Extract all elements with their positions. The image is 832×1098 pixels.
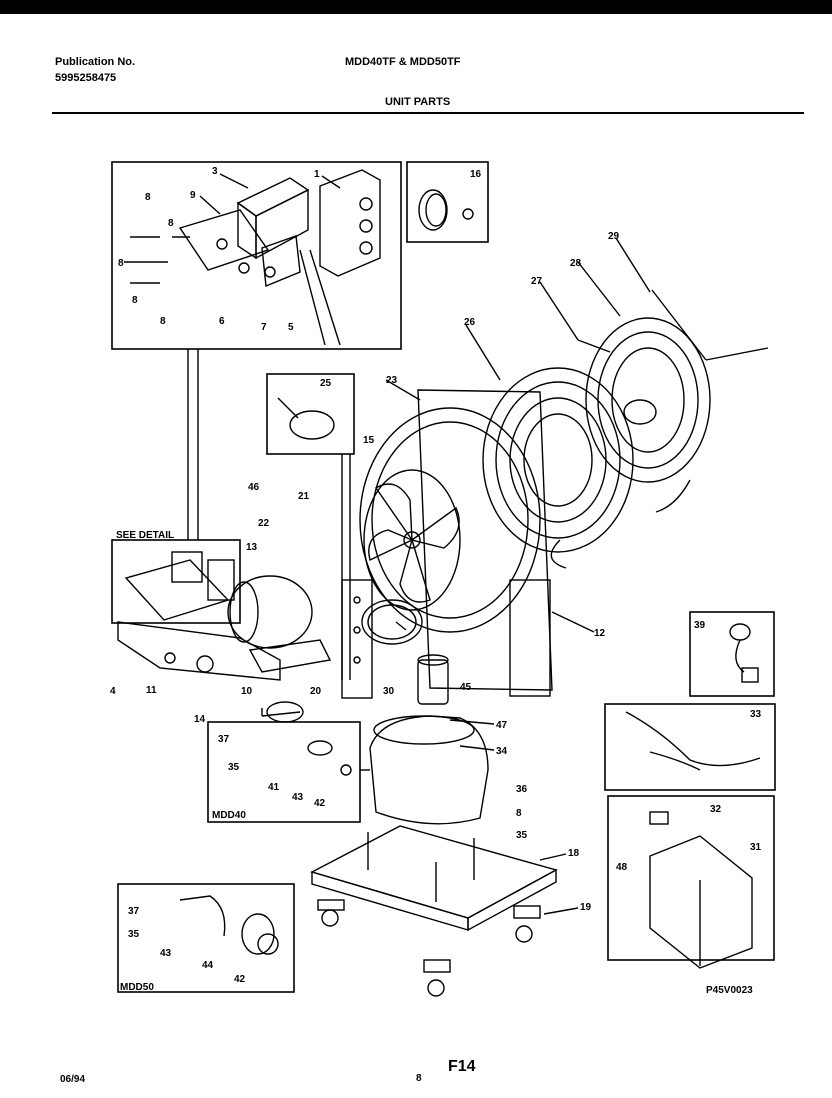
footer-date: 06/94 xyxy=(60,1074,86,1085)
model-numbers: MDD40TF & MDD50TF xyxy=(345,56,461,68)
callout-11: 11 xyxy=(146,685,157,696)
publication-label: Publication No. xyxy=(55,56,136,68)
footer-page-small: 8 xyxy=(416,1073,422,1084)
callout-8-mid: 8 xyxy=(168,218,174,229)
callout-12: 12 xyxy=(594,628,606,639)
callout-44-mdd40: 43 xyxy=(292,792,304,803)
callout-7: 7 xyxy=(261,322,267,333)
callout-48: 47 xyxy=(496,720,508,731)
callout-31: 31 xyxy=(750,842,762,853)
callout-labels: 1 3 4 5 6 7 8 8 8 8 8 9 10 11 12 13 14 1… xyxy=(110,166,762,985)
publication-number: 5995258475 xyxy=(55,72,117,84)
callout-39-mdd40: 37 xyxy=(218,734,230,745)
callout-45: 44 xyxy=(202,960,214,971)
callout-5: 5 xyxy=(288,322,294,333)
callout-21: 21 xyxy=(298,491,310,502)
header-rule xyxy=(52,112,804,114)
callout-9: 9 xyxy=(190,190,196,201)
callout-22: 22 xyxy=(258,518,270,529)
callout-10: 10 xyxy=(241,686,253,697)
callout-8-low: 8 xyxy=(132,295,138,306)
callout-26: 26 xyxy=(464,317,476,328)
callout-37: 36 xyxy=(516,784,528,795)
mdd40-label: MDD40 xyxy=(212,810,246,821)
footer-page-code: F14 xyxy=(448,1058,476,1075)
callout-43-mdd50: 42 xyxy=(234,974,246,985)
top-black-bar xyxy=(0,0,832,14)
callout-49: 48 xyxy=(616,862,628,873)
callout-36: 8 xyxy=(516,808,522,819)
callout-8-left: 8 xyxy=(118,258,124,269)
callout-16: 16 xyxy=(470,169,482,180)
callout-25: 25 xyxy=(320,378,332,389)
callout-3: 3 xyxy=(212,166,218,177)
callout-27: 27 xyxy=(531,276,543,287)
callout-46: 45 xyxy=(460,682,472,693)
callout-15: 15 xyxy=(363,435,375,446)
detail-box xyxy=(111,161,402,350)
callout-42: 41 xyxy=(268,782,280,793)
callout-13: 13 xyxy=(246,542,258,553)
callout-34: 34 xyxy=(496,746,508,757)
figure-code: P45V0023 xyxy=(706,985,753,996)
callout-28: 28 xyxy=(570,258,582,269)
section-title: UNIT PARTS xyxy=(385,96,451,108)
callout-44-mdd50: 43 xyxy=(160,948,172,959)
callout-41: 39 xyxy=(694,620,706,631)
callout-47: 46 xyxy=(248,482,260,493)
callout-19: 19 xyxy=(580,902,592,913)
callout-35: 35 xyxy=(516,830,528,841)
callout-6: 6 xyxy=(219,316,225,327)
callout-43-mdd40: 42 xyxy=(314,798,326,809)
callout-30: 30 xyxy=(383,686,395,697)
callout-20: 20 xyxy=(310,686,322,697)
callout-39-mdd50: 37 xyxy=(128,906,140,917)
callout-29: 29 xyxy=(608,231,620,242)
callout-8-bottom: 8 xyxy=(160,316,166,327)
callout-36-mdd40: 35 xyxy=(228,762,240,773)
callout-36-mdd50: 35 xyxy=(128,929,140,940)
callout-32: 32 xyxy=(710,804,722,815)
callout-1: 1 xyxy=(314,169,320,180)
callout-18: 18 xyxy=(568,848,580,859)
callout-14: 14 xyxy=(194,714,206,725)
mdd50-label: MDD50 xyxy=(120,982,154,993)
callout-23: 23 xyxy=(386,375,398,386)
callout-8-top: 8 xyxy=(145,192,151,203)
callout-33: 33 xyxy=(750,709,762,720)
see-detail-label: SEE DETAIL xyxy=(116,530,174,541)
callout-4: 4 xyxy=(110,686,116,697)
